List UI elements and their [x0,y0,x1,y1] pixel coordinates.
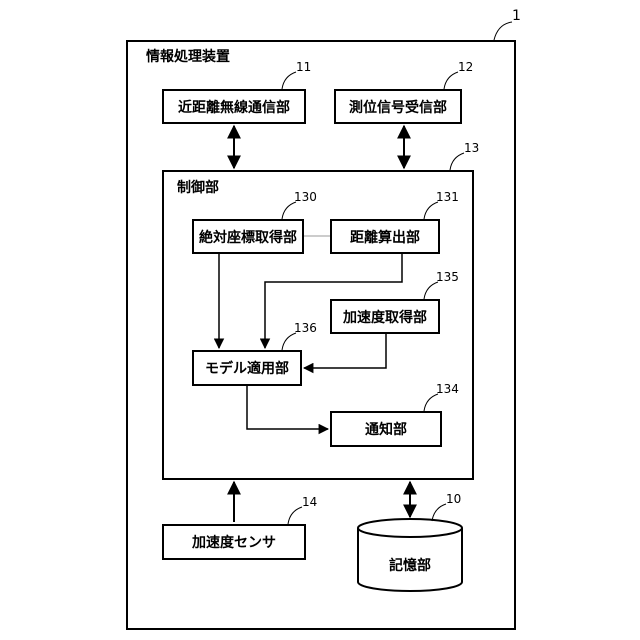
ref-leader-134 [424,394,438,411]
ref-num-135: 135 [436,270,459,284]
ref-leader-135 [424,282,438,299]
ref-leader-12 [444,72,458,89]
ref-num-14: 14 [302,495,317,509]
ref-num-136: 136 [294,321,317,335]
ref-num-131: 131 [436,190,459,204]
model-notify-arrow [247,386,328,429]
distance-model-arrow [265,254,402,348]
ref-leader-11 [282,72,296,89]
ref-num-1: 1 [512,8,521,24]
ref-leader-10 [432,504,446,521]
ref-num-130: 130 [294,190,317,204]
ref-leader-136 [282,333,296,350]
ref-num-12: 12 [458,60,473,74]
ref-num-10: 10 [446,492,461,506]
ref-leader-131 [424,202,438,219]
ref-leader-13 [450,153,464,170]
storage-label: 記憶部 [358,555,462,575]
accel-model-arrow [304,334,386,368]
ref-num-11: 11 [296,60,311,74]
ref-leader-1 [494,22,512,40]
ref-leader-14 [288,507,302,524]
ref-num-13: 13 [464,141,479,155]
ref-num-134: 134 [436,382,459,396]
ref-leader-130 [282,202,296,219]
